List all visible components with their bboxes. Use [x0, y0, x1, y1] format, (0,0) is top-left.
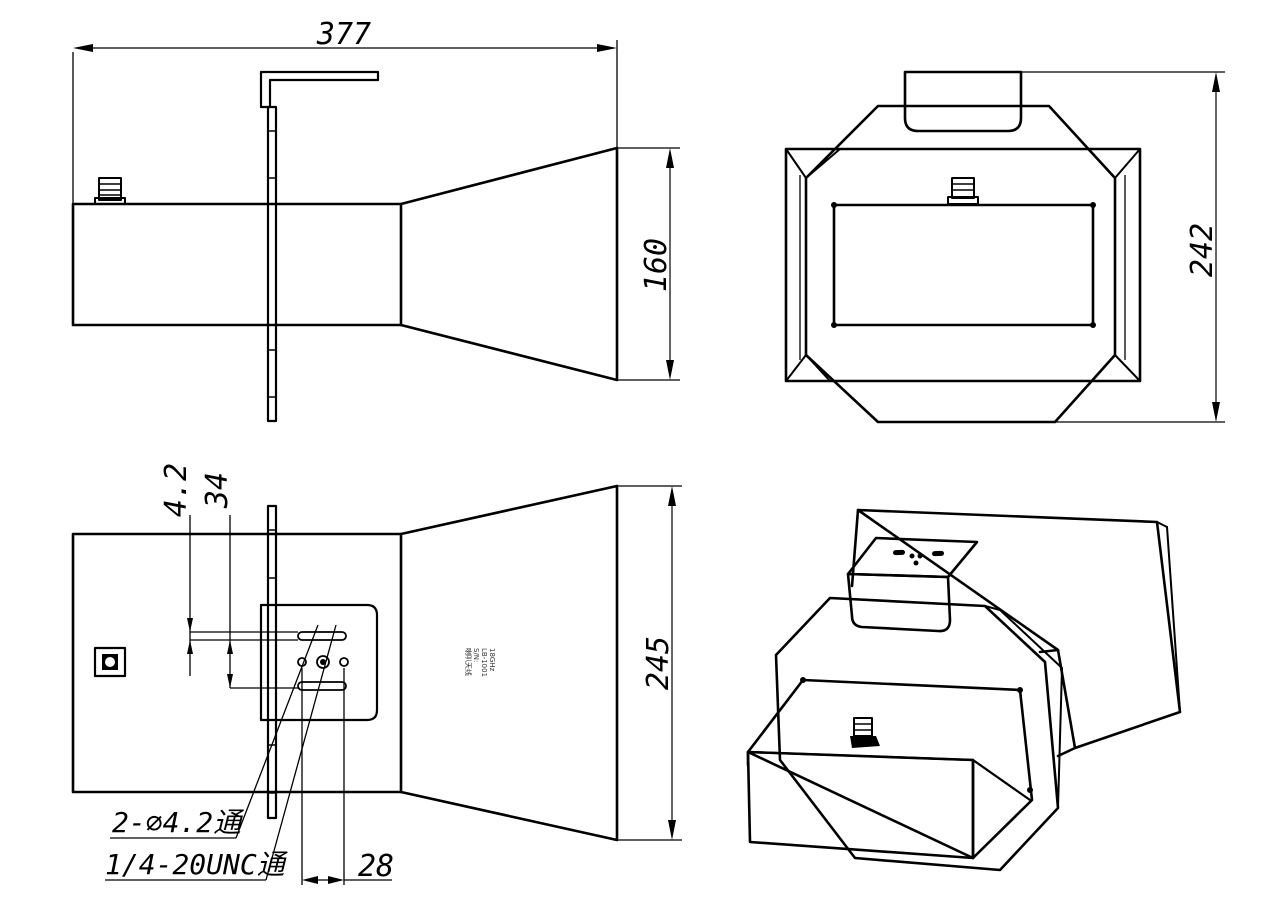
mounting-bracket-side [259, 70, 380, 423]
connector-front [947, 177, 979, 205]
front-view: 242 [784, 70, 1225, 424]
dim-front-height: 242 [1185, 223, 1220, 277]
svg-text:喇叭天线: 喇叭天线 [464, 648, 473, 676]
side-view: 377 160 [71, 17, 680, 423]
connector-bottom [93, 646, 127, 678]
svg-text:18GHz: 18GHz [488, 648, 496, 672]
dim-bottom-height: 245 [641, 636, 676, 690]
label-plate: 喇叭天线 S/N: LB-1001 18GHz [464, 648, 496, 677]
svg-text:LB-1001: LB-1001 [480, 648, 488, 677]
note-holes: 2-∅4.2通 [112, 806, 245, 839]
bottom-view: 喇叭天线 S/N: LB-1001 18GHz 4.2 34 2-∅4.2通 1… [71, 463, 682, 885]
note-threaded: 1/4-20UNC通 [105, 848, 289, 881]
dim-total-length: 377 [316, 17, 371, 52]
dim-hole-offset-a: 4.2 [159, 463, 194, 517]
svg-text:S/N:: S/N: [472, 648, 480, 662]
dim-hole-spacing: 28 [358, 849, 394, 884]
dim-side-height: 160 [639, 238, 674, 292]
connector-side [94, 177, 126, 205]
isometric-view [746, 508, 1182, 872]
connector-iso [850, 717, 880, 748]
dim-hole-offset-b: 34 [200, 472, 235, 509]
